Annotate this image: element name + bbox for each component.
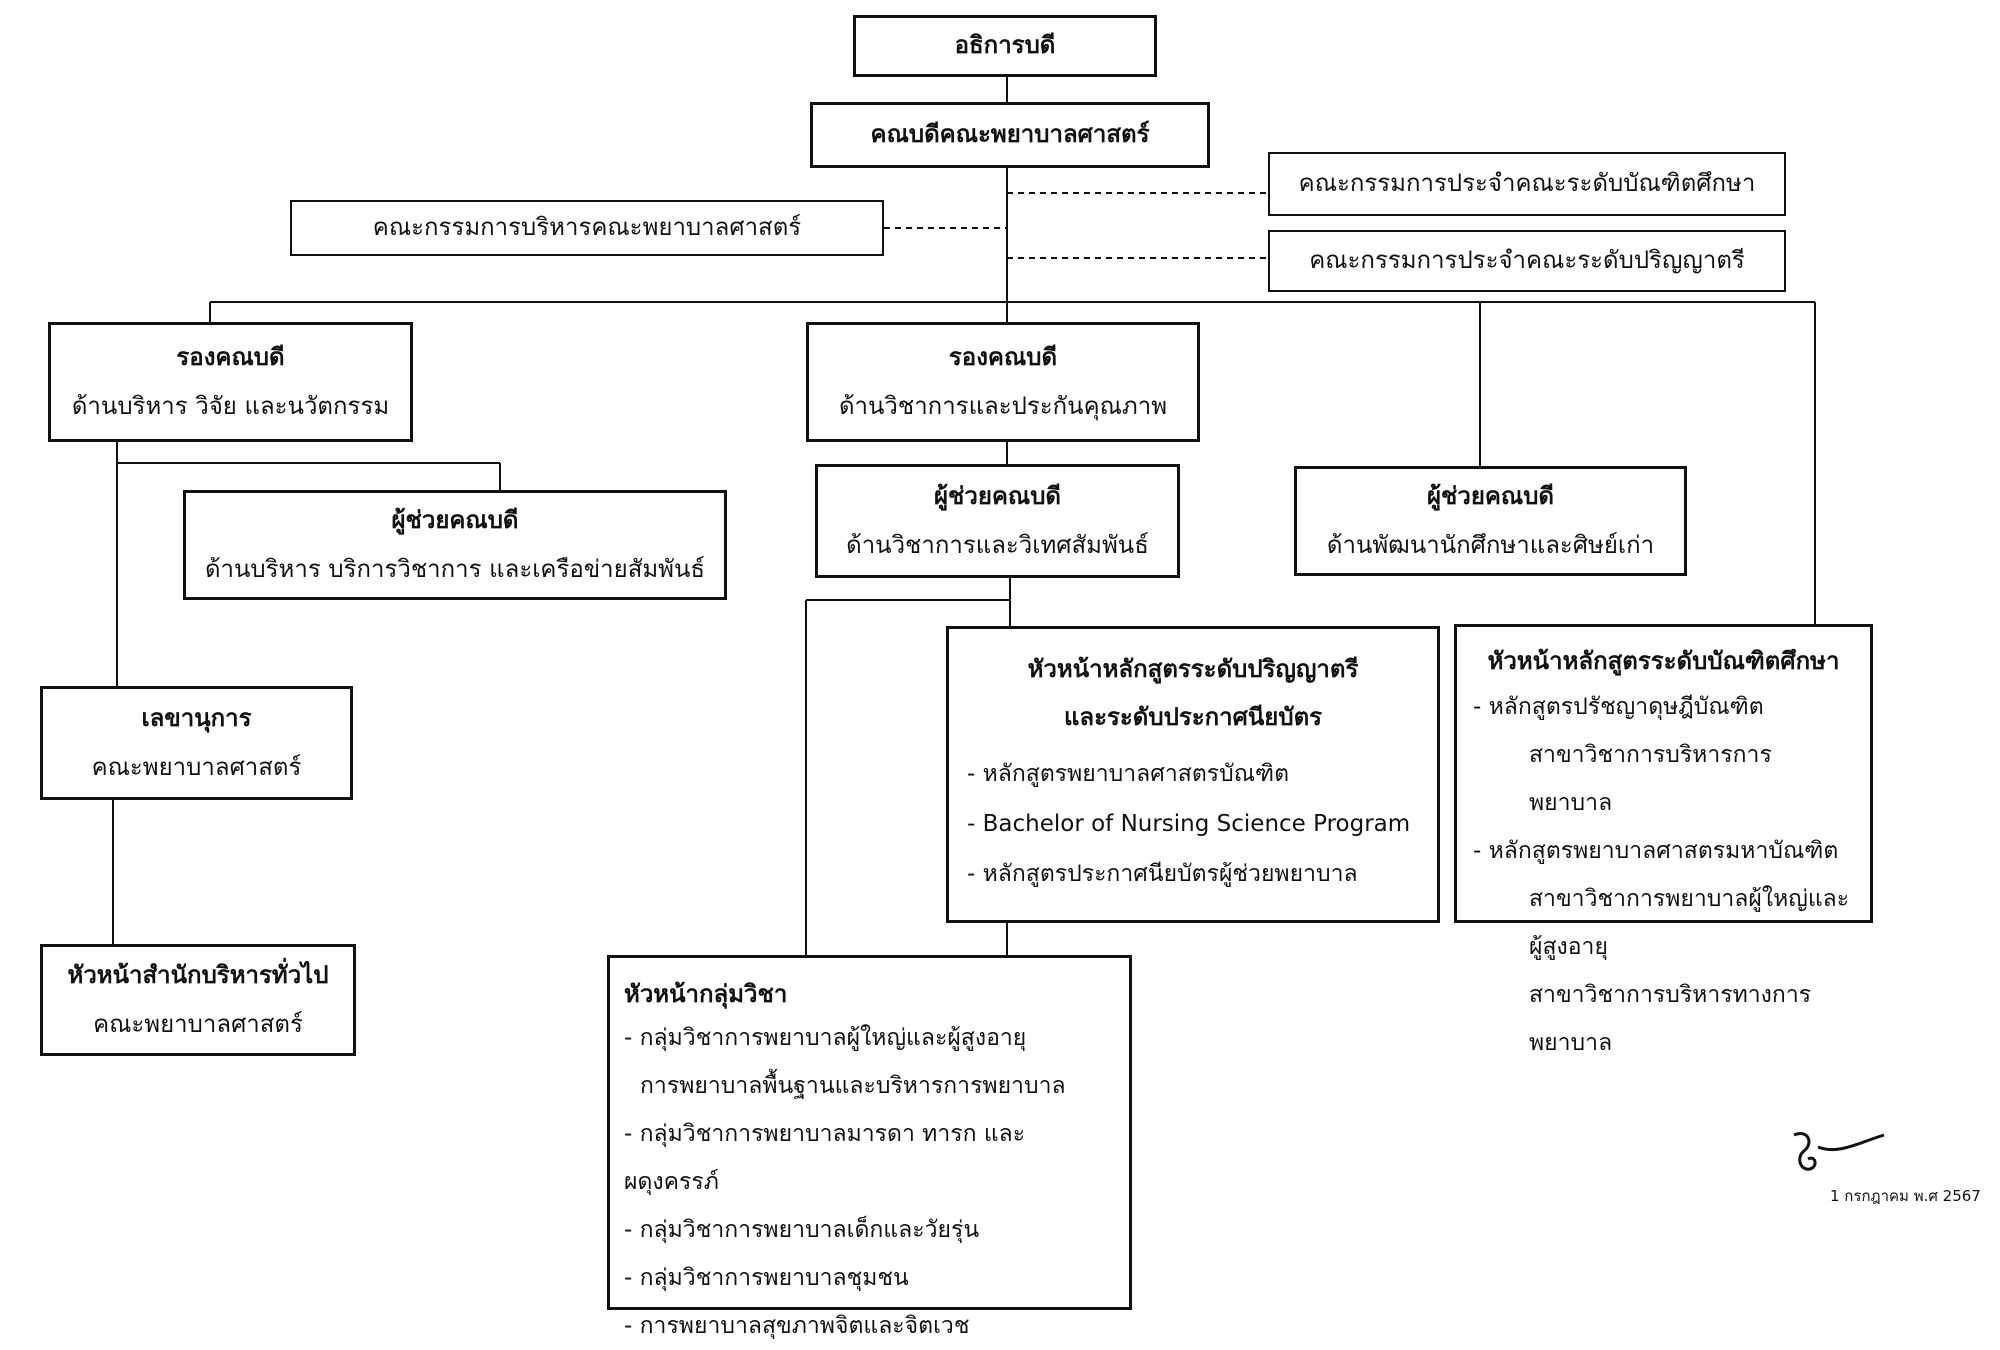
- committee-graduate-box: คณะกรรมการประจำคณะระดับบัณฑิตศึกษา: [1268, 152, 1786, 216]
- committee-graduate-label: คณะกรรมการประจำคณะระดับบัณฑิตศึกษา: [1298, 169, 1756, 198]
- assistant-dean-academic-box: ผู้ช่วยคณบดี ด้านวิชาการและวิเทศสัมพันธ์: [815, 464, 1180, 578]
- assistant-dean-student-subtitle: ด้านพัฒนานักศึกษาและศิษย์เก่า: [1326, 531, 1655, 559]
- secretary-box: เลขานุการ คณะพยาบาลศาสตร์: [40, 686, 353, 800]
- connector-lines: [112, 75, 1816, 956]
- grad-program-subitem: สาขาวิชาการบริหารการพยาบาล: [1529, 742, 1772, 816]
- department-head-box: หัวหน้ากลุ่มวิชา - กลุ่มวิชาการพยาบาลผู้…: [607, 955, 1132, 1339]
- dean-box: คณบดีคณะพยาบาลศาสตร์: [810, 102, 1210, 168]
- office-head-title: หัวหน้าสำนักบริหารทั่วไป: [67, 960, 329, 989]
- undergrad-program-item: - หลักสูตรประกาศนียบัตรผู้ช่วยพยาบาล: [967, 861, 1358, 887]
- grad-program-head-box: หัวหน้าหลักสูตรระดับบัณฑิตศึกษา - หลักสู…: [1454, 624, 1873, 1056]
- grad-head-title: หัวหน้าหลักสูตรระดับบัณฑิตศึกษา: [1487, 647, 1840, 675]
- department-item: - กลุ่มวิชาการพยาบาลเด็กและวัยรุ่น: [624, 1217, 980, 1243]
- grad-program-subitem: สาขาวิชาการพยาบาลผู้ใหญ่และผู้สูงอายุ: [1529, 886, 1850, 960]
- assistant-dean-admin-title: ผู้ช่วยคณบดี: [391, 505, 519, 534]
- signature-date: 1 กรกฎาคม พ.ศ 2567: [1830, 1187, 1981, 1205]
- undergrad-program-head-box: หัวหน้าหลักสูตรระดับปริญญาตรี และระดับปร…: [946, 626, 1440, 923]
- vice-dean-admin-box: รองคณบดี ด้านบริหาร วิจัย และนวัตกรรม: [48, 322, 413, 442]
- department-item: - กลุ่มวิชาการพยาบาลผู้ใหญ่และผู้สูงอายุ: [624, 1025, 1027, 1051]
- assistant-dean-admin-subtitle: ด้านบริหาร บริการวิชาการ และเครือข่ายสัม…: [204, 555, 706, 583]
- dean-title: คณบดีคณะพยาบาลศาสตร์: [870, 120, 1150, 149]
- vice-dean-academic-title: รองคณบดี: [948, 342, 1058, 371]
- president-title: อธิการบดี: [954, 31, 1056, 60]
- vice-dean-academic-subtitle: ด้านวิชาการและประกันคุณภาพ: [838, 392, 1168, 420]
- assistant-dean-academic-title: ผู้ช่วยคณบดี: [933, 481, 1062, 510]
- department-item-continued: การพยาบาลพื้นฐานและบริหารการพยาบาล: [640, 1073, 1066, 1099]
- undergrad-head-title-line1: หัวหน้าหลักสูตรระดับปริญญาตรี: [1027, 655, 1359, 683]
- undergrad-head-title-line2: และระดับประกาศนียบัตร: [1063, 703, 1323, 731]
- committee-executive-label: คณะกรรมการบริหารคณะพยาบาลศาสตร์: [372, 213, 802, 242]
- assistant-dean-academic-subtitle: ด้านวิชาการและวิเทศสัมพันธ์: [846, 531, 1149, 559]
- grad-program-subitem: สาขาวิชาการบริหารทางการพยาบาล: [1529, 982, 1812, 1056]
- secretary-subtitle: คณะพยาบาลศาสตร์: [91, 753, 302, 781]
- committee-undergraduate-label: คณะกรรมการประจำคณะระดับปริญญาตรี: [1309, 246, 1745, 275]
- secretary-title: เลขานุการ: [141, 703, 252, 732]
- office-head-box: หัวหน้าสำนักบริหารทั่วไป คณะพยาบาลศาสตร์: [40, 944, 356, 1056]
- vice-dean-admin-subtitle: ด้านบริหาร วิจัย และนวัตกรรม: [71, 392, 390, 420]
- undergrad-program-item: - หลักสูตรพยาบาลศาสตรบัณฑิต: [967, 761, 1290, 787]
- grad-program-item: - หลักสูตรปรัชญาดุษฎีบัณฑิต: [1473, 694, 1764, 720]
- grad-program-item: - หลักสูตรพยาบาลศาสตรมหาบัณฑิต: [1473, 838, 1839, 864]
- vice-dean-academic-box: รองคณบดี ด้านวิชาการและประกันคุณภาพ: [806, 322, 1200, 442]
- vice-dean-admin-title: รองคณบดี: [176, 342, 285, 371]
- undergrad-program-item: - Bachelor of Nursing Science Program: [967, 811, 1411, 837]
- department-item: - กลุ่มวิชาการพยาบาลมารดา ทารก และผดุงคร…: [624, 1121, 1026, 1195]
- department-item: - กลุ่มวิชาการพยาบาลชุมชน: [624, 1265, 909, 1291]
- office-head-subtitle: คณะพยาบาลศาสตร์: [93, 1010, 303, 1038]
- assistant-dean-admin-box: ผู้ช่วยคณบดี ด้านบริหาร บริการวิชาการ แล…: [183, 490, 727, 600]
- committee-executive-box: คณะกรรมการบริหารคณะพยาบาลศาสตร์: [290, 200, 884, 256]
- president-box: อธิการบดี: [853, 15, 1157, 77]
- department-item: - การพยาบาลสุขภาพจิตและจิตเวช: [624, 1313, 970, 1339]
- department-head-title: หัวหน้ากลุ่มวิชา: [624, 980, 788, 1008]
- assistant-dean-student-title: ผู้ช่วยคณบดี: [1426, 481, 1555, 510]
- committee-undergraduate-box: คณะกรรมการประจำคณะระดับปริญญาตรี: [1268, 230, 1786, 292]
- assistant-dean-student-box: ผู้ช่วยคณบดี ด้านพัฒนานักศึกษาและศิษย์เก…: [1294, 466, 1687, 576]
- signature-mark: [1793, 1132, 1885, 1171]
